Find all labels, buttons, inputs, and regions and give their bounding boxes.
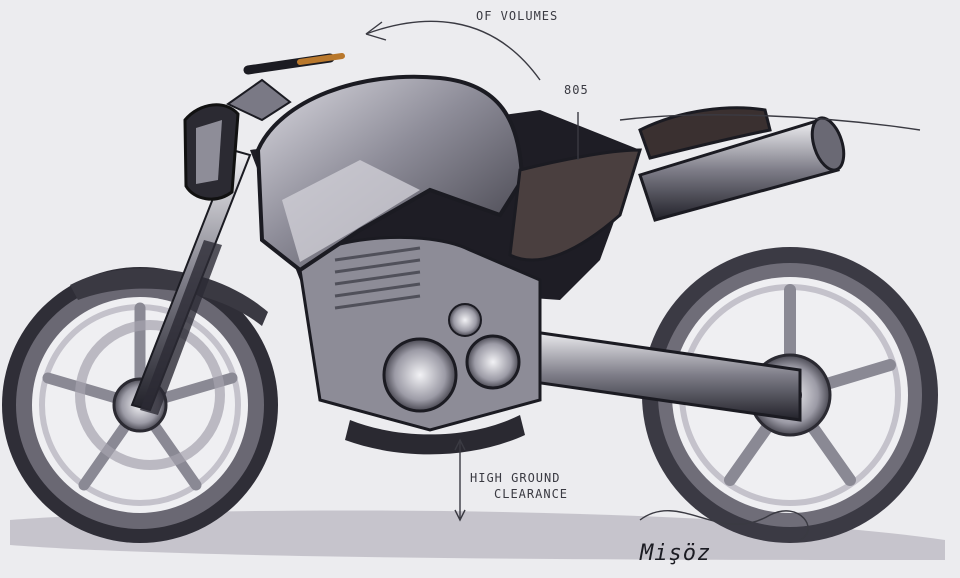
seat <box>508 148 643 262</box>
tank-panel <box>282 160 420 262</box>
handlebar <box>226 53 345 122</box>
front-fork <box>130 148 252 415</box>
artist-signature: Mişöz <box>639 541 711 566</box>
front-fender <box>70 268 268 326</box>
seat-height-label: 805 <box>564 83 589 97</box>
clearance-label-line1: HIGH GROUND <box>470 471 560 485</box>
ground-shadow <box>10 510 945 560</box>
clearance-label-line2: CLEARANCE <box>494 487 568 501</box>
headlight <box>183 103 240 201</box>
annotation-lines <box>365 20 921 541</box>
engine <box>298 235 542 455</box>
top-note-line2: OF VOLUMES <box>476 9 558 23</box>
tail-cowl <box>638 106 772 160</box>
